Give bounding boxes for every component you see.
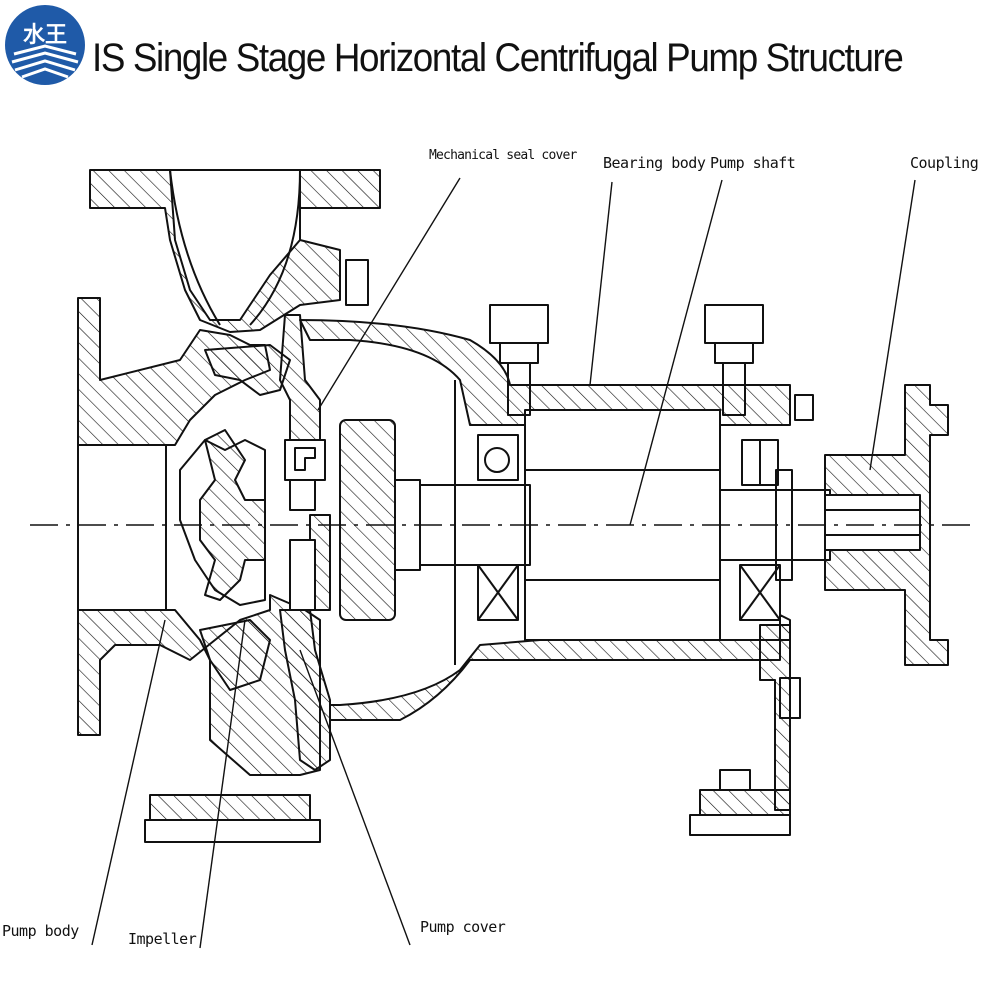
logo-text: 水王 xyxy=(23,23,67,48)
coupling-shape xyxy=(824,384,949,666)
label-pump-shaft: Pump shaft xyxy=(710,154,796,172)
label-pump-cover: Pump cover xyxy=(420,918,506,936)
leader-lines xyxy=(91,177,916,949)
label-pump-body: Pump body xyxy=(2,922,79,940)
brand-logo: 水王 xyxy=(5,5,85,85)
bearing-body-shape xyxy=(299,259,814,836)
label-bearing-body: Bearing body xyxy=(603,154,706,172)
label-impeller: Impeller xyxy=(128,930,197,948)
page-title: IS Single Stage Horizontal Centrifugal P… xyxy=(92,36,904,80)
pump-cover-shape xyxy=(279,314,331,771)
label-coupling: Coupling xyxy=(910,154,979,172)
impeller-shape xyxy=(199,344,291,691)
discharge-flange xyxy=(89,169,381,333)
label-mechanical-seal-cover: Mechanical seal cover xyxy=(429,148,577,163)
